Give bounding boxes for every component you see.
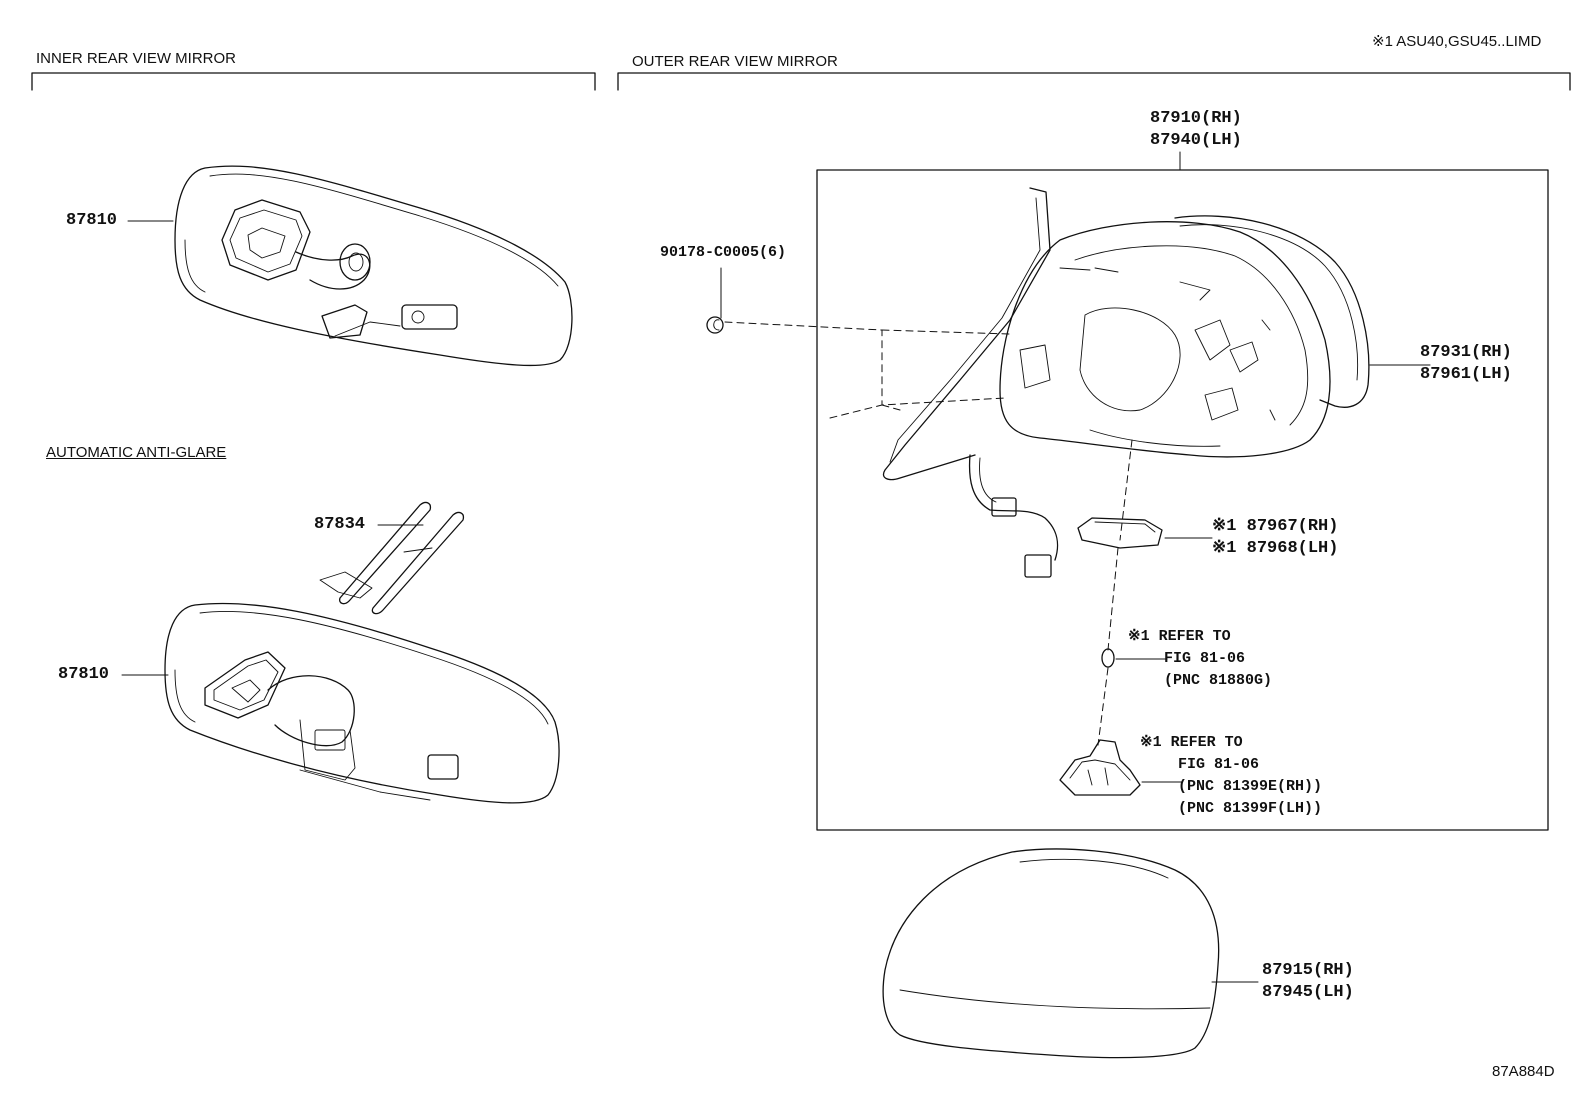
inner-section-bracket <box>32 73 595 90</box>
outer-mirror-assembly-drawing <box>883 188 1368 577</box>
outer-mirror-frame <box>817 170 1548 830</box>
socket-drawing <box>1060 740 1140 795</box>
inner-mirror-lower-drawing <box>165 603 559 802</box>
model-note: ※1 ASU40,GSU45..LIMD <box>1372 33 1542 50</box>
bulb-drawing <box>1102 649 1114 667</box>
auto-anti-glare-title: AUTOMATIC ANTI-GLARE <box>46 444 227 461</box>
drawing-code: 87A884D <box>1492 1063 1555 1080</box>
inner-section-title: INNER REAR VIEW MIRROR <box>36 50 237 67</box>
mirror-cover-drawing <box>883 849 1219 1058</box>
bulb-ref-line-1: ※1 REFER TO <box>1128 628 1231 645</box>
part-leaders <box>122 152 1430 982</box>
socket-ref-line-2: FIG 81-06 <box>1178 756 1260 773</box>
screw-leader-dashes <box>725 322 1010 418</box>
part-label-cover-rh[interactable]: 87915(RH) <box>1262 961 1354 980</box>
part-label-clip[interactable]: 87834 <box>314 515 366 534</box>
outer-section-bracket <box>618 73 1570 90</box>
inner-mirror-upper-drawing <box>175 166 572 365</box>
part-label-inner-mirror-upper[interactable]: 87810 <box>66 211 118 230</box>
outer-section-title: OUTER REAR VIEW MIRROR <box>632 53 838 70</box>
part-label-cover-lh[interactable]: 87945(LH) <box>1262 983 1354 1002</box>
part-label-mirror-glass-rh[interactable]: 87931(RH) <box>1420 343 1512 362</box>
socket-ref-line-3: (PNC 81399E(RH)) <box>1178 778 1323 795</box>
part-label-screw[interactable]: 90178-C0005(6) <box>660 244 787 261</box>
part-label-lamp-cover-lh[interactable]: ※1 87968(LH) <box>1212 539 1339 558</box>
part-label-inner-mirror-lower[interactable]: 87810 <box>58 665 110 684</box>
lamp-stack-dashes <box>1098 440 1132 745</box>
socket-ref-line-1: ※1 REFER TO <box>1140 734 1243 751</box>
part-label-outer-mirror-lh[interactable]: 87940(LH) <box>1150 131 1242 150</box>
screw-drawing <box>707 317 723 333</box>
part-label-outer-mirror-rh[interactable]: 87910(RH) <box>1150 109 1242 128</box>
socket-ref-line-4: (PNC 81399F(LH)) <box>1178 800 1323 817</box>
part-label-lamp-cover-rh[interactable]: ※1 87967(RH) <box>1212 517 1339 536</box>
bulb-ref-line-2: FIG 81-06 <box>1164 650 1246 667</box>
clip-drawing <box>320 503 463 614</box>
lamp-cover-drawing <box>1078 518 1162 548</box>
bulb-ref-line-3: (PNC 81880G) <box>1164 672 1273 689</box>
part-label-mirror-glass-lh[interactable]: 87961(LH) <box>1420 365 1512 384</box>
